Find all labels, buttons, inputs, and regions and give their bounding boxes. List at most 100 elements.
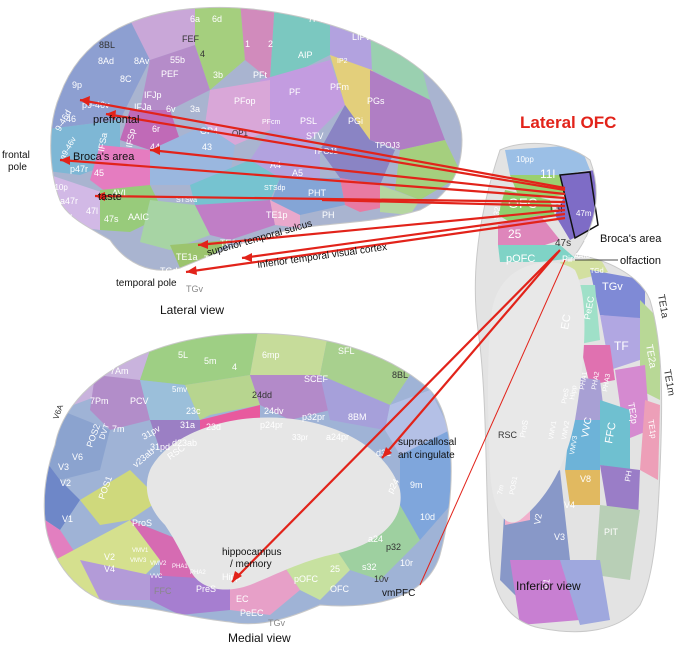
label-lat-pef: PEF xyxy=(161,69,179,79)
label-hippocampus: hippocampus xyxy=(222,547,281,558)
label-med-vmv3: VMV3 xyxy=(130,558,147,564)
arrowhead-hippocampus xyxy=(232,571,242,582)
label-inf-te2p: TE2p xyxy=(626,402,640,425)
label-med-a24pr: a24pr xyxy=(326,432,349,442)
arrow-brocas-lateral xyxy=(149,148,566,196)
label-lat-tgd: TGd xyxy=(160,266,178,276)
label-lat-3a: 3a xyxy=(190,104,200,114)
label-med-p24pr: p24pr xyxy=(260,420,283,430)
label-inf-aaic: AAIC xyxy=(574,253,590,260)
label-med-ofc: OFC xyxy=(330,584,349,594)
label-lat-ifjp: IFJp xyxy=(144,90,162,100)
label-lat-43: 43 xyxy=(202,142,212,152)
label-lat-47s: 47s xyxy=(104,214,119,224)
arrow-temporal-pole xyxy=(185,216,566,274)
label-med-pros: ProS xyxy=(132,518,152,528)
label-lat-tpoj3: TPOJ3 xyxy=(375,141,400,150)
label-inf-te2a: TE2a xyxy=(643,344,658,370)
label-lat-9p: 9p xyxy=(72,80,82,90)
label-inf-vvc: VVC xyxy=(580,416,594,438)
label-med-v2: V2 xyxy=(60,478,71,488)
label-inf-vmv3: VMV3 xyxy=(569,435,579,455)
label-inf-v4: V4 xyxy=(564,500,575,510)
label-lat-te1m: TE1m xyxy=(220,238,244,248)
label-lat-46: 46 xyxy=(66,114,76,124)
label-inf-te1p: TE1p xyxy=(646,419,658,440)
label-lat-ip2: IP2 xyxy=(337,58,348,65)
label-inf-pha1: PHA1 xyxy=(579,371,589,390)
label-med-5mv: 5mv xyxy=(172,385,187,394)
label-med-10d: 10d xyxy=(420,512,435,522)
label-lat-ifsa: IFSa xyxy=(96,132,109,152)
label-lat-6r: 6r xyxy=(152,124,160,134)
label-inf-hipp: Hipp xyxy=(569,385,578,400)
label-lat-tpoj1: TPOJ1 xyxy=(313,147,338,156)
label-lat-11l: 11l xyxy=(62,213,72,222)
label-inf-47s: 47s xyxy=(555,238,571,249)
label-brocas-inferior: Broca's area xyxy=(600,233,662,245)
label-lat-55b: 55b xyxy=(170,55,185,65)
label-lat-stv: STV xyxy=(306,131,324,141)
label-med-vmv2: VMV2 xyxy=(150,561,167,567)
label-lat-pfcm: PFcm xyxy=(262,119,280,126)
label-inf-pofc: pOFC xyxy=(506,253,535,265)
label-lat-te1a: TE1a xyxy=(176,252,198,262)
label-med-6mp: 6mp xyxy=(262,350,280,360)
label-inf-pir: Pir xyxy=(562,254,573,264)
connection-arrows xyxy=(59,98,566,586)
lateral-view-caption: Lateral view xyxy=(160,303,224,317)
label-lat-aip: AIP xyxy=(298,50,313,60)
arrow-sts xyxy=(197,208,566,247)
label-med-pofc: pOFC xyxy=(294,574,319,584)
inferior-view-caption: Inferior view xyxy=(516,579,581,593)
label-lat-8av: 8Av xyxy=(134,56,150,66)
label-med-8bm: 8BM xyxy=(348,412,367,422)
label-lat-ifja: IFJa xyxy=(134,102,152,112)
label-lat-p47r: p47r xyxy=(70,164,88,174)
label-med-24dd: 24dd xyxy=(252,390,272,400)
label-inf-ffc: FFC xyxy=(603,421,619,444)
medial-corpus-callosum xyxy=(146,417,401,590)
label-lat-2: 2 xyxy=(268,39,273,49)
label-ant-cingulate: ant cingulate xyxy=(398,450,455,461)
label-lat-te2a: TE2a xyxy=(204,254,226,264)
label-med-tgv: TGv xyxy=(268,618,285,628)
arrow-pht xyxy=(321,198,566,208)
label-lat-44: 44 xyxy=(150,142,160,152)
label-med-23c: 23c xyxy=(186,406,201,416)
label-lat-a5: A5 xyxy=(292,168,303,178)
label-med-a24: a24 xyxy=(368,534,383,544)
label-inf-ofc: OFC xyxy=(508,195,538,211)
label-med-31pd: 31pd xyxy=(150,442,170,452)
label-med-pha1: PHA1 xyxy=(172,564,188,570)
label-med-7m: 7m xyxy=(112,424,125,434)
label-lat-pf: PF xyxy=(289,87,301,97)
label-lat-6v: 6v xyxy=(166,104,176,114)
label-lat-pfm: PFm xyxy=(330,82,349,92)
label-olfaction: olfaction xyxy=(620,255,661,267)
label-inf-47l: 47l xyxy=(584,237,594,244)
label-med-v6: V6 xyxy=(72,452,83,462)
label-inf-11l: 11l xyxy=(540,167,555,181)
inferior-medial-wall xyxy=(488,262,585,523)
label-med-7pm: 7Pm xyxy=(90,396,109,406)
arrow-vmpfc xyxy=(419,259,566,586)
label-med-23d: 23d xyxy=(206,422,221,432)
label-med-vvc: VVC xyxy=(150,574,163,580)
arrowhead-prefrontal xyxy=(106,110,116,120)
label-lat-fef: FEF xyxy=(182,34,200,44)
label-inf-pos1: POS1 xyxy=(509,476,519,496)
label-lat-op1: OP1 xyxy=(232,129,249,138)
label-temporal-pole: temporal pole xyxy=(116,278,177,289)
label-inf-v3: V3 xyxy=(554,532,565,542)
label-med-pcv: PCV xyxy=(130,396,149,406)
label-med-9m: 9m xyxy=(410,480,423,490)
label-inf-te1m: TE1m xyxy=(661,369,676,397)
medial-view-caption: Medial view xyxy=(228,631,291,645)
label-memory: / memory xyxy=(230,559,272,570)
label-med-p32pr: p32pr xyxy=(302,412,325,422)
label-med-7am: 7Am xyxy=(110,366,129,376)
label-lat-45: 45 xyxy=(94,168,104,178)
label-lat-6a: 6a xyxy=(190,14,200,24)
label-inf-pha3: PHA3 xyxy=(602,373,612,392)
